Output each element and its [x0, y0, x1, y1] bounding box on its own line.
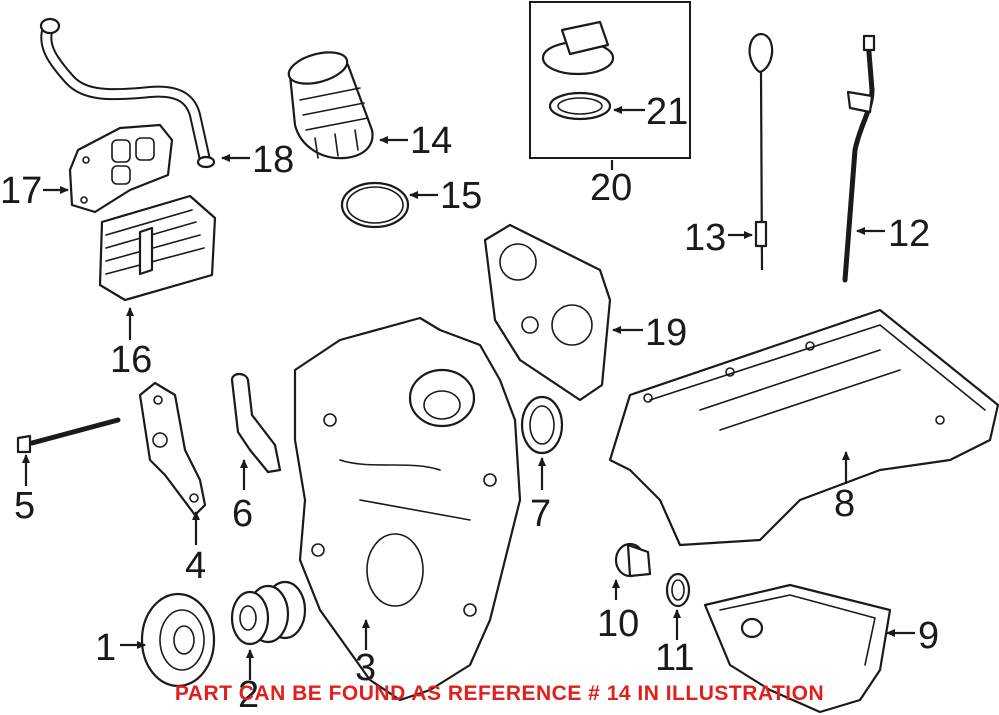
callout-11: 11 [655, 637, 694, 679]
part-20-kit-box [529, 1, 691, 159]
part-17-cooler-gasket [68, 123, 174, 214]
callout-20: 20 [590, 167, 632, 209]
part-19-timing-cover-gasket [483, 223, 612, 402]
callout-15: 15 [440, 175, 482, 217]
callout-5: 5 [14, 485, 35, 527]
callout-8: 8 [834, 483, 855, 525]
callout-17: 17 [0, 170, 42, 212]
callout-21: 21 [646, 91, 688, 133]
callout-3: 3 [355, 647, 376, 689]
callout-14: 14 [410, 120, 452, 162]
part-5-bolt [16, 417, 121, 454]
callout-18: 18 [252, 139, 294, 181]
callout-6: 6 [232, 493, 253, 535]
part-8-upper-oil-pan [608, 308, 999, 547]
part-20-oil-filler-cap [541, 20, 615, 76]
part-10-drain-plug [614, 542, 652, 578]
callout-7: 7 [530, 493, 551, 535]
part-11-washer [665, 572, 691, 608]
callout-13: 13 [684, 217, 726, 259]
callout-1: 1 [95, 627, 116, 669]
callout-4: 4 [185, 545, 206, 587]
part-21-cap-seal [548, 91, 612, 121]
part-15-o-ring [340, 181, 410, 229]
callout-19: 19 [645, 312, 687, 354]
part-14-oil-filter [287, 51, 374, 160]
part-12-dipstick-tube [842, 34, 876, 283]
part-9-lower-oil-pan [703, 583, 892, 714]
callout-9: 9 [918, 615, 939, 657]
reference-notice: PART CAN BE FOUND AS REFERENCE # 14 IN I… [174, 682, 825, 705]
part-18-breather-hose [39, 17, 216, 169]
callout-12: 12 [888, 213, 930, 255]
part-1-pulley [140, 592, 216, 688]
part-2-damper [230, 580, 307, 646]
callout-10: 10 [597, 603, 639, 645]
part-4-cover [138, 381, 207, 517]
callout-16: 16 [110, 339, 152, 381]
callout-2: 2 [238, 674, 259, 715]
part-16-oil-cooler [98, 194, 217, 302]
part-6-gasket [230, 372, 282, 474]
part-3-timing-cover [293, 316, 522, 702]
part-13-dipstick [748, 32, 774, 271]
part-7-seal [520, 395, 564, 455]
